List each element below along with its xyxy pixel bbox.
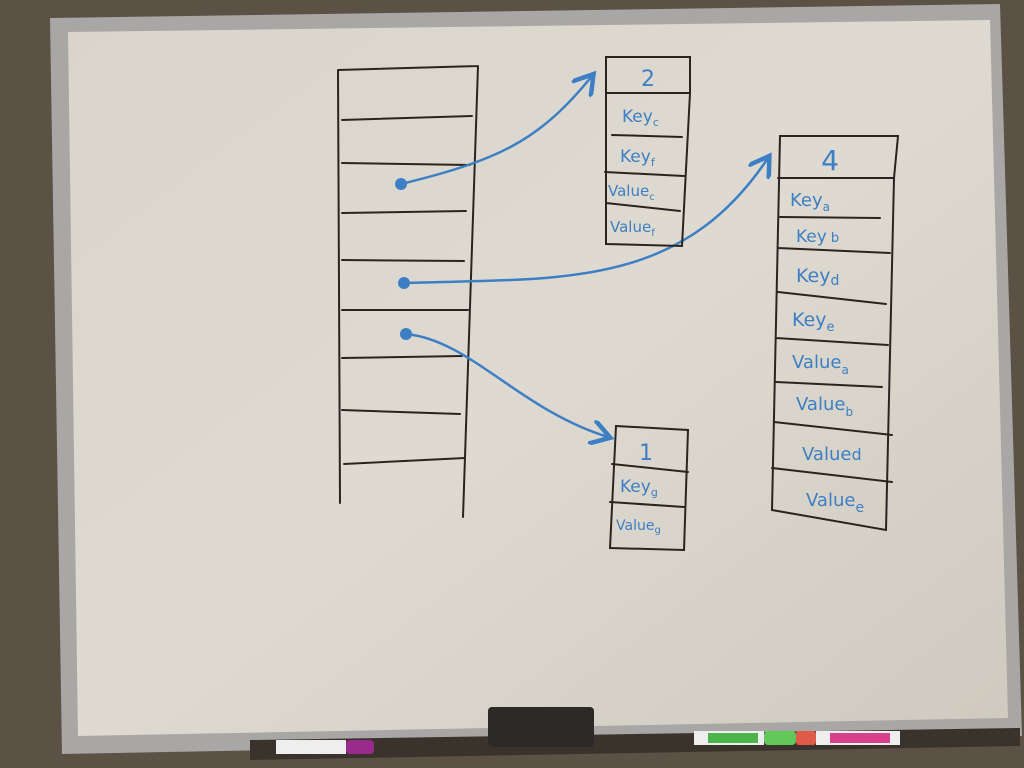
pointer-arrows — [395, 76, 768, 437]
entry-label: Valueg — [616, 518, 661, 536]
entry-label: Keye — [792, 309, 834, 335]
entry-label: Valued — [802, 444, 862, 465]
entry-label: Valuef — [610, 218, 655, 239]
entry-label: Keyc — [622, 107, 659, 129]
bucket-count: 1 — [639, 441, 653, 466]
entry-label: Valuec — [608, 182, 655, 203]
marker-green — [694, 731, 796, 745]
bucket-count: 4 — [821, 144, 839, 177]
bucket-2: 2 Keyc Keyf Valuec Valuef — [604, 56, 691, 248]
marker-purple — [276, 740, 374, 754]
arrow-to-bucket-4 — [402, 158, 768, 285]
entry-label: Valuea — [792, 352, 849, 377]
arrow-to-bucket-1 — [404, 332, 608, 437]
bucket-count: 2 — [641, 67, 655, 92]
entry-label: Keya — [790, 190, 830, 214]
entry-label: Keyf — [620, 147, 656, 169]
board-surface — [68, 20, 1008, 736]
marker-red — [796, 731, 900, 745]
arrow-to-bucket-2 — [399, 76, 592, 186]
entry-label: Valuee — [806, 490, 864, 516]
entry-label: Keyg — [620, 477, 658, 499]
entry-label: Keyd — [796, 265, 839, 289]
entry-label: Valueb — [796, 394, 853, 419]
bucket-1: 1 Keyg Valueg — [608, 424, 690, 552]
hash-array — [337, 65, 479, 518]
eraser — [488, 707, 594, 747]
